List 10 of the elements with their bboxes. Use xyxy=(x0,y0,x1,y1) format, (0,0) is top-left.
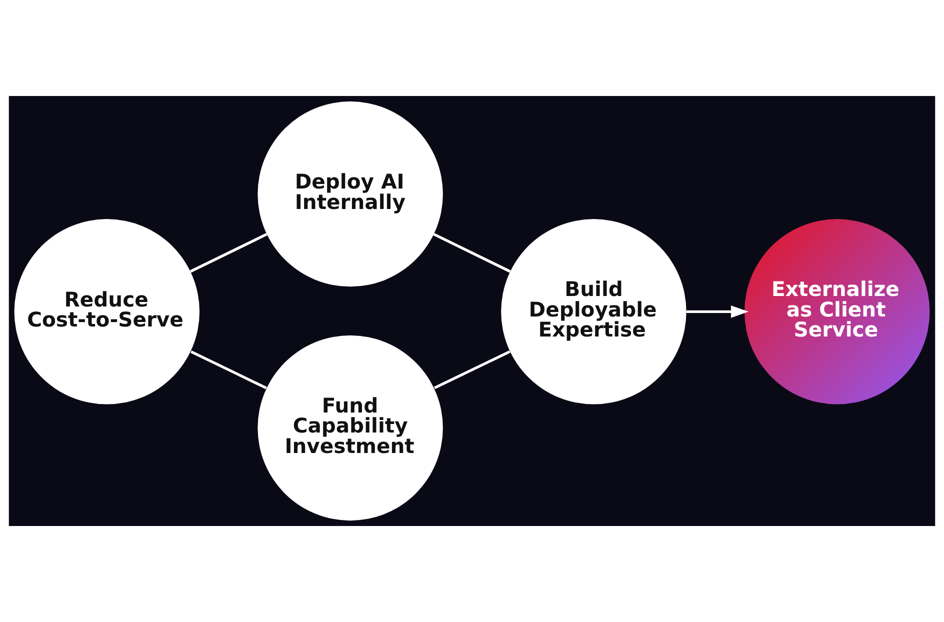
connector xyxy=(190,350,267,390)
connector xyxy=(190,233,268,273)
connector xyxy=(433,232,511,273)
node-circle: Deploy AI Internally xyxy=(258,101,443,287)
arrow xyxy=(686,306,749,318)
node-circle: Externalize as Client Service xyxy=(744,219,930,404)
node-circle: Fund Capability Investment xyxy=(258,335,443,521)
node-circle: Reduce Cost-to-Serve xyxy=(14,219,200,404)
connector xyxy=(434,350,510,390)
node-circle: Build Deployable Expertise xyxy=(501,219,686,404)
